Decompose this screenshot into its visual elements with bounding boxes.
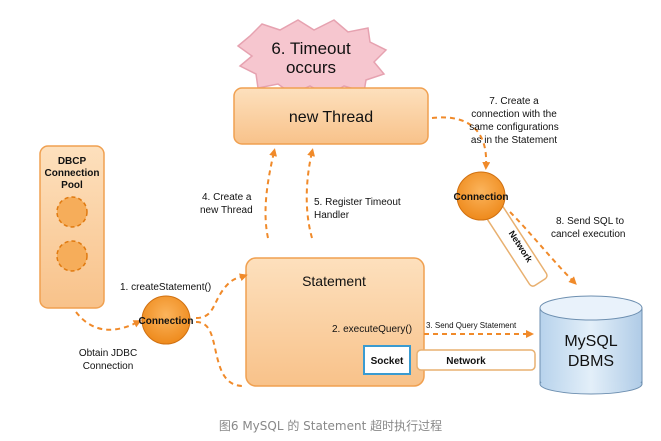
brace-lower — [195, 321, 245, 387]
step7-line4: as in the Statement — [471, 135, 557, 146]
new-thread-label: new Thread — [289, 109, 373, 126]
connection-node — [141, 295, 191, 345]
step2-label: 2. executeQuery() — [332, 324, 412, 335]
pool-title-line3: Pool — [61, 180, 83, 191]
step1-label: 1. createStatement() — [120, 282, 211, 293]
timeout-burst — [236, 19, 388, 97]
timeout-label-line2: occurs — [286, 58, 336, 77]
connection-label: Connection — [139, 316, 194, 327]
step4-line2: new Thread — [200, 205, 253, 216]
step8-line2: cancel execution — [551, 229, 626, 240]
step4-line1: 4. Create a — [202, 192, 252, 203]
step5-line2: Handler — [314, 210, 350, 221]
statement-label: Statement — [302, 273, 366, 289]
connection-label-top: Connection — [454, 192, 509, 203]
step5-line1: 5. Register Timeout — [314, 197, 401, 208]
arrow-register-handler — [305, 148, 315, 239]
arrow-create-statement — [195, 273, 248, 319]
step8-line1: 8. Send SQL to — [556, 216, 624, 227]
step7-line2: connection with the — [471, 109, 557, 120]
step7-line1: 7. Create a — [489, 96, 539, 107]
socket-box — [363, 345, 411, 375]
figure-caption: 图6 MySQL 的 Statement 超时执行过程 — [218, 419, 443, 433]
obtain-line2: Connection — [83, 361, 134, 372]
mysql-dbms-cylinder — [539, 295, 643, 395]
pool-slot-1 — [56, 196, 88, 228]
step3-label: 3. Send Query Statement — [426, 321, 517, 330]
pool-title-line2: Connection — [45, 168, 100, 179]
pool-slot-2 — [56, 240, 88, 272]
pool-title-line1: DBCP — [58, 156, 87, 167]
socket-label: Socket — [371, 356, 404, 367]
arrow-create-thread — [264, 148, 277, 239]
dbms-line1: MySQL — [564, 333, 617, 350]
arrow-obtain-connection — [75, 311, 142, 331]
connection-node-top — [456, 171, 506, 221]
new-thread-box — [233, 87, 429, 145]
timeout-label-line1: 6. Timeout — [271, 39, 351, 58]
network-label-horizontal: Network — [446, 356, 486, 367]
obtain-line1: Obtain JDBC — [79, 348, 137, 359]
arrow-create-connection — [431, 116, 491, 170]
arrow-cancel-execution — [509, 211, 577, 285]
step7-line3: same configurations — [469, 122, 559, 133]
dbms-line2: DBMS — [568, 353, 614, 370]
network-pipe-horizontal — [416, 349, 536, 371]
